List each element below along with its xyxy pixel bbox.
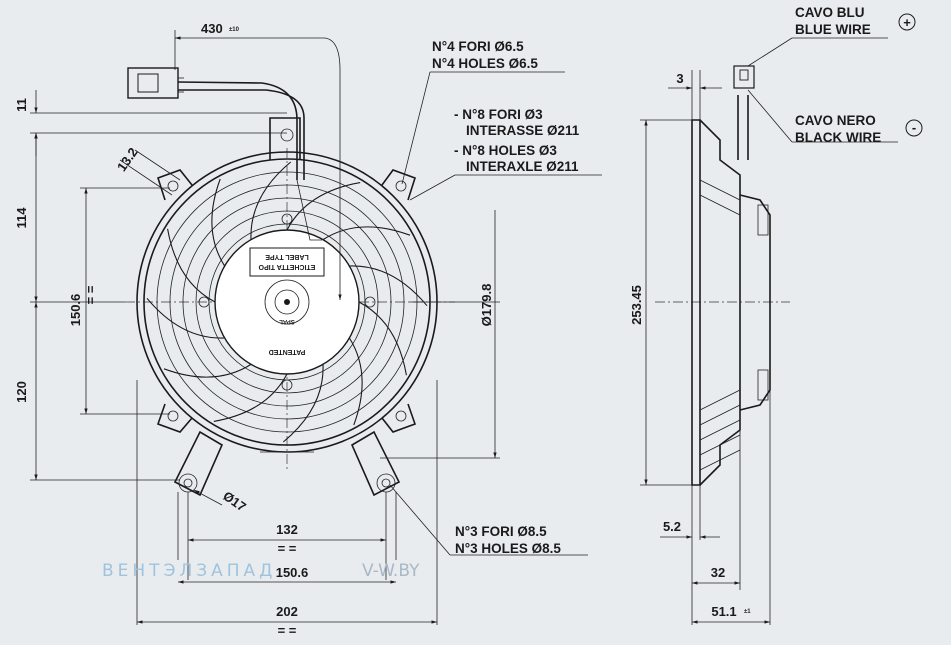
holes3-it-note: N°3 FORI Ø8.5 [455, 524, 547, 539]
wire-terminal-icon [733, 65, 755, 89]
label-type-box [249, 247, 325, 277]
fan-blade [349, 265, 428, 307]
svg-text:= =: = = [83, 285, 98, 304]
minus-symbol-icon [905, 119, 923, 137]
fan-blade [250, 161, 292, 240]
fan-blade [211, 178, 226, 267]
hole-span-inner-label: 132 [276, 522, 298, 537]
watermark-site: V-W.BY [362, 561, 420, 581]
cable-length-tolerance: ±10 [229, 27, 240, 33]
total-depth-tolerance: ±1 [744, 609, 751, 615]
side-offset-label: 3 [676, 71, 683, 86]
shroud-mounting-ears [156, 169, 417, 433]
hub-brand-text: SPAL [279, 318, 295, 324]
flange-label: 5.2 [663, 519, 681, 534]
cable-length-label: 430 [201, 21, 223, 36]
plus-symbol-icon [898, 13, 916, 31]
hub-screw-hole [364, 296, 376, 308]
fan-blade [322, 226, 411, 241]
fan-blade [286, 182, 361, 231]
fan-blade [348, 337, 363, 426]
upper-height-label: 114 [14, 207, 29, 229]
cable-and-connector [127, 67, 322, 241]
diameter-label: Ø179.8 [479, 284, 494, 327]
lower-height-label: 120 [14, 381, 29, 403]
top-mounting-lug [269, 117, 301, 160]
black-wire-it-note: CAVO NERO [795, 113, 876, 128]
overall-width-label: 202 [276, 604, 298, 619]
holes4-en-note: N°4 HOLES Ø6.5 [432, 56, 538, 71]
holes4-it-note: N°4 FORI Ø6.5 [432, 39, 524, 54]
minus-symbol-text: - [912, 120, 916, 135]
hub-label-line-2: LABEL TYPE [265, 253, 309, 260]
fan-blade [163, 363, 252, 378]
hub-screw-hole [198, 296, 210, 308]
shaft-ring [274, 289, 300, 315]
connector-icon [127, 67, 179, 99]
mount-height-label: 150.6 [68, 294, 83, 327]
black-wire-en-note: BLACK WIRE [795, 130, 881, 145]
lug-angle-label: 13.2 [114, 145, 141, 174]
hub-patented-text: PATENTED [269, 348, 306, 355]
holes8-en-note-1: - N°8 HOLES Ø3 [454, 143, 557, 158]
blue-wire-it-note: CAVO BLU [795, 5, 865, 20]
shaft-icon [284, 299, 290, 305]
watermark-brand: ВЕНТЭЛЗАПАД [102, 561, 276, 581]
hole-span-outer-label: 150.6 [276, 565, 309, 580]
side-view: 3 253.45 5.2 32 51.1 ±1 [629, 37, 898, 625]
top-offset-label: 11 [14, 98, 29, 112]
svg-text:= =: = = [278, 541, 297, 556]
svg-text:= =: = = [278, 623, 297, 638]
fan-blade [146, 297, 225, 339]
side-fins [699, 179, 741, 471]
overall-height-label: 253.45 [629, 285, 644, 325]
lug-hole-label: Ø17 [220, 488, 249, 514]
hub-label-line-1: ETICHETTA TIPO [258, 263, 315, 270]
hub-screw-hole [281, 379, 293, 391]
fan-blade [282, 364, 324, 443]
blue-wire-en-note: BLUE WIRE [795, 22, 871, 37]
fan-blade [167, 228, 216, 303]
fan-blade [213, 373, 288, 422]
depth-label: 32 [711, 565, 725, 580]
holes8-en-note-2: INTERAXLE Ø211 [466, 159, 579, 174]
total-depth-label: 51.1 [711, 604, 736, 619]
fan-blades [146, 161, 428, 443]
bottom-mounting-legs [173, 430, 401, 497]
shaft-housing [264, 279, 310, 325]
holes8-it-note-1: - N°8 FORI Ø3 [454, 107, 543, 122]
side-flange [691, 119, 701, 486]
holes8-it-note-2: INTERASSE Ø211 [466, 123, 580, 138]
plus-symbol-text: + [903, 15, 911, 30]
holes3-en-note: N°3 HOLES Ø8.5 [455, 541, 561, 556]
hub-screw-hole [281, 213, 293, 225]
fan-blade [358, 301, 407, 376]
